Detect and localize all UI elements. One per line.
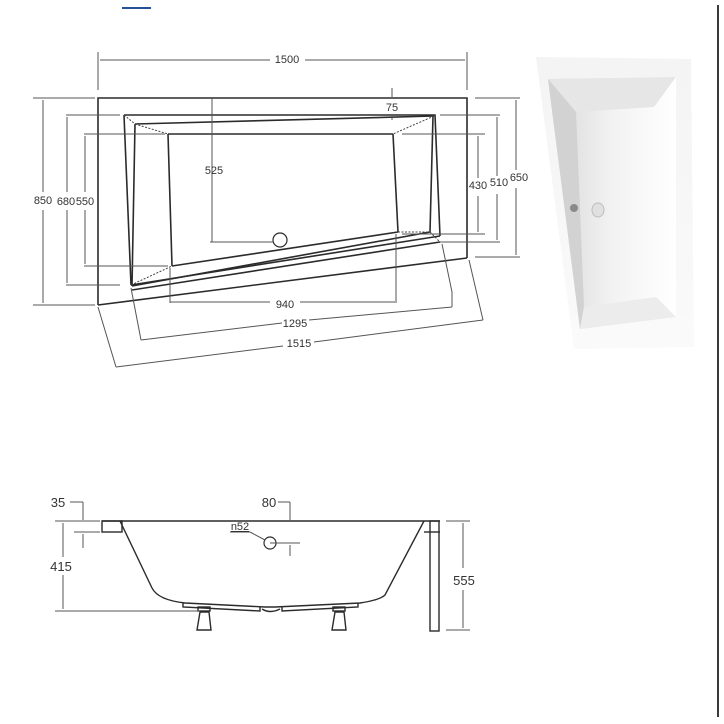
product-photo: [536, 57, 694, 349]
dim-680: 680: [57, 196, 75, 208]
top-view: 1500 75 525 850 680 550 430 510 650 940 …: [33, 52, 528, 368]
dim-940: 940: [276, 299, 294, 311]
drain-icon: [272, 232, 288, 248]
dim-415: 415: [50, 559, 72, 574]
dim-510: 510: [490, 177, 508, 189]
overflow-label: n52: [231, 521, 249, 533]
dim-525: 525: [205, 165, 223, 177]
side-view: 35 80 n52 415 555: [50, 495, 475, 632]
dim-555: 555: [453, 573, 475, 588]
dim-650: 650: [510, 172, 528, 184]
dim-550: 550: [76, 196, 94, 208]
dim-1295: 1295: [283, 318, 307, 330]
dim-75: 75: [386, 102, 398, 114]
dim-1515: 1515: [287, 338, 311, 350]
header-link[interactable]: [122, 7, 151, 9]
dim-1500: 1500: [275, 54, 299, 66]
dim-80: 80: [262, 495, 276, 510]
dim-35: 35: [51, 495, 65, 510]
right-border: [717, 5, 719, 717]
dim-850: 850: [34, 195, 52, 207]
dim-430: 430: [469, 180, 487, 192]
